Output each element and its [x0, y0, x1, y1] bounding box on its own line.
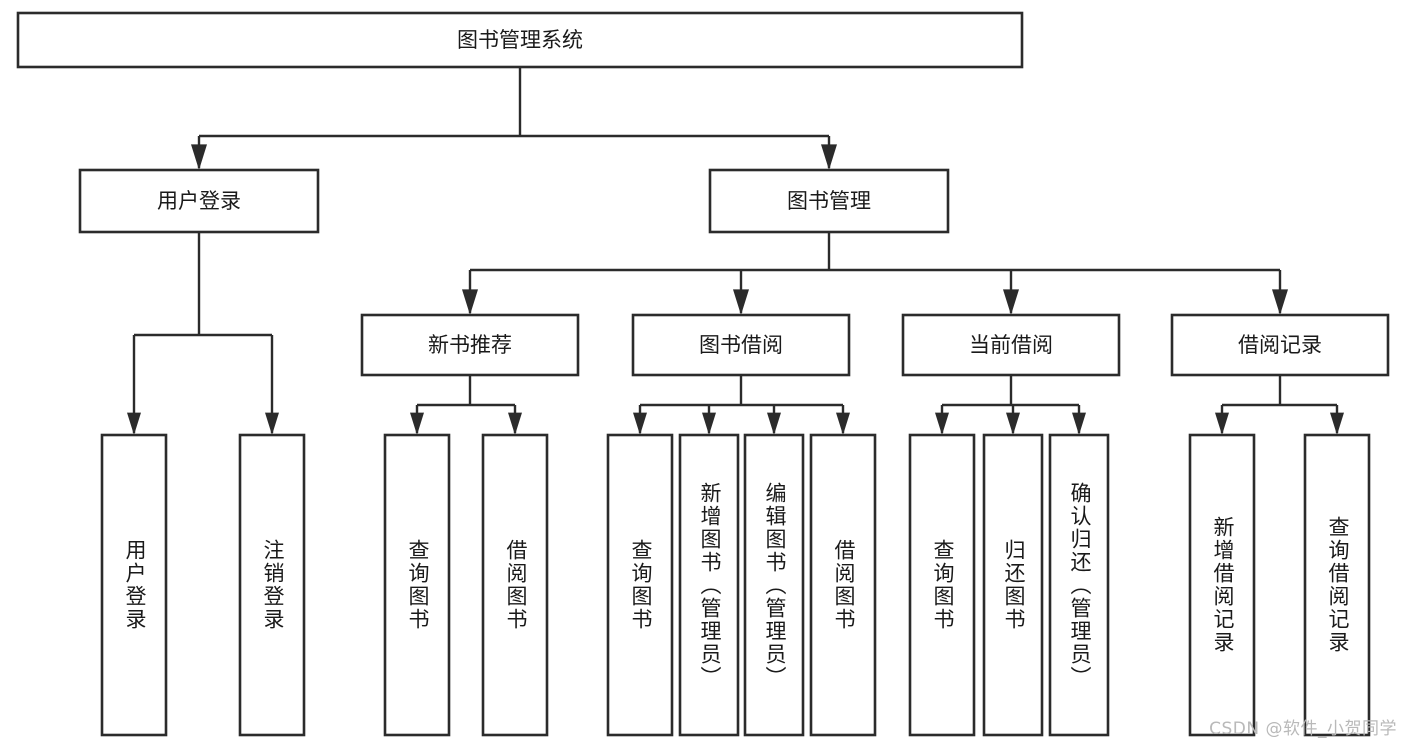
arrow-head-icon	[265, 412, 279, 435]
node-label-borrow-record: 借阅记录	[1238, 333, 1322, 357]
arrow-head-icon	[633, 412, 647, 435]
arrow-head-icon	[462, 289, 478, 315]
arrow-head-icon	[733, 289, 749, 315]
node-book-borrow[interactable]	[631, 313, 851, 377]
page-title: 图书管理系统	[457, 28, 583, 52]
node-root[interactable]	[16, 11, 1024, 69]
arrow-head-icon	[1330, 412, 1344, 435]
arrow-head-icon	[127, 412, 141, 435]
arrow-head-icon	[1003, 289, 1019, 315]
node-leaf-query-record[interactable]	[1303, 433, 1371, 737]
node-leaf-query-book-3[interactable]	[908, 433, 976, 737]
node-leaf-add-book[interactable]	[678, 433, 740, 737]
arrow-head-icon	[836, 412, 850, 435]
node-leaf-query-book-2[interactable]	[606, 433, 674, 737]
arrow-head-icon	[767, 412, 781, 435]
node-label-user-login: 用户登录	[157, 189, 241, 213]
node-leaf-return-book[interactable]	[982, 433, 1044, 737]
node-new-book-recommend[interactable]	[360, 313, 580, 377]
node-box-layer	[16, 11, 1390, 737]
node-leaf-borrow-book-1[interactable]	[481, 433, 549, 737]
node-leaf-borrow-book-2[interactable]	[809, 433, 877, 737]
arrow-head-icon	[508, 412, 522, 435]
arrow-head-icon	[702, 412, 716, 435]
node-user-login[interactable]	[78, 168, 320, 234]
node-label-new-book-recommend: 新书推荐	[428, 333, 512, 357]
arrow-head-icon	[191, 144, 207, 170]
node-label-book-borrow: 图书借阅	[699, 333, 783, 357]
node-leaf-logout-login[interactable]	[238, 433, 306, 737]
node-book-manage[interactable]	[708, 168, 950, 234]
node-leaf-user-login[interactable]	[100, 433, 168, 737]
connector-layer	[127, 67, 1344, 435]
node-label-current-borrow: 当前借阅	[969, 333, 1053, 357]
arrow-head-icon	[1272, 289, 1288, 315]
node-leaf-query-book-1[interactable]	[383, 433, 451, 737]
arrow-head-icon	[821, 144, 837, 170]
node-label-book-manage: 图书管理	[787, 189, 871, 213]
arrow-head-icon	[1215, 412, 1229, 435]
watermark-text: CSDN @软件_小贺同学	[1209, 719, 1397, 739]
node-leaf-confirm-return[interactable]	[1048, 433, 1110, 737]
arrow-head-icon	[1072, 412, 1086, 435]
arrow-head-icon	[1006, 412, 1020, 435]
arrow-head-icon	[935, 412, 949, 435]
node-current-borrow[interactable]	[901, 313, 1121, 377]
node-borrow-record[interactable]	[1170, 313, 1390, 377]
node-leaf-edit-book[interactable]	[743, 433, 805, 737]
node-leaf-add-record[interactable]	[1188, 433, 1256, 737]
arrow-head-icon	[410, 412, 424, 435]
